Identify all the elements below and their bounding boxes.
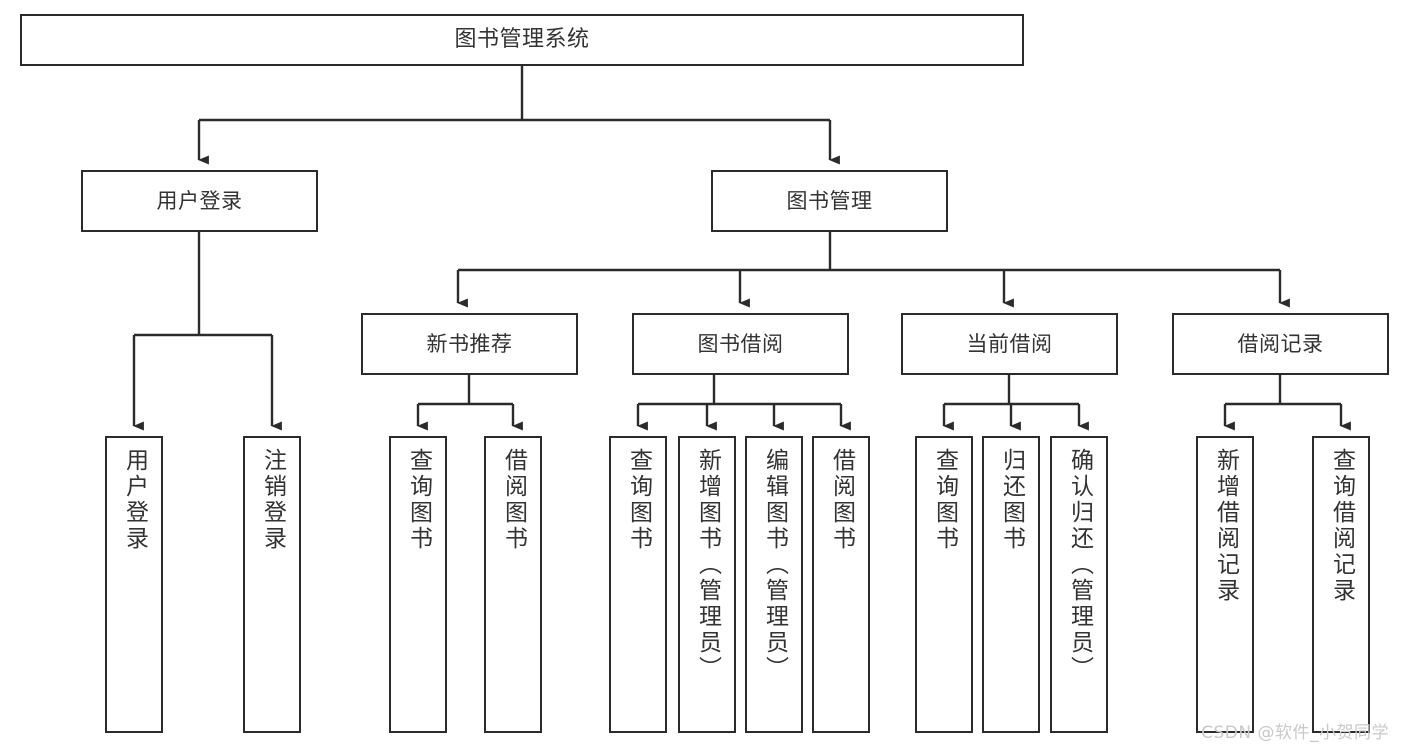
node-label: 新增图书（管理员） <box>694 448 721 682</box>
node-label: 借阅记录 <box>1237 331 1324 356</box>
node-label: 注销登录 <box>259 448 286 552</box>
node-label: 查询图书 <box>405 448 432 552</box>
leaf-query-book-current[interactable]: 查询图书 <box>915 436 973 733</box>
node-user-login[interactable]: 用户登录 <box>81 170 318 232</box>
node-label: 借阅图书 <box>828 448 855 552</box>
node-label: 借阅图书 <box>500 448 527 552</box>
node-label: 新增借阅记录 <box>1212 448 1239 604</box>
node-label: 当前借阅 <box>966 331 1053 356</box>
leaf-borrow-book-recommend[interactable]: 借阅图书 <box>484 436 542 733</box>
node-borrow-record[interactable]: 借阅记录 <box>1172 313 1389 375</box>
node-root-book-management-system[interactable]: 图书管理系统 <box>20 14 1024 66</box>
node-current-borrow[interactable]: 当前借阅 <box>901 313 1118 375</box>
node-book-management[interactable]: 图书管理 <box>711 170 948 232</box>
leaf-user-login[interactable]: 用户登录 <box>105 436 163 733</box>
node-label: 图书管理系统 <box>454 27 590 53</box>
leaf-add-book-admin[interactable]: 新增图书（管理员） <box>678 436 736 733</box>
node-label: 图书管理 <box>786 188 873 213</box>
watermark: CSDN @软件_小贺同学 <box>1201 723 1389 743</box>
leaf-return-book[interactable]: 归还图书 <box>982 436 1040 733</box>
node-label: 归还图书 <box>998 448 1025 552</box>
leaf-add-borrow-record[interactable]: 新增借阅记录 <box>1196 436 1254 733</box>
leaf-borrow-book[interactable]: 借阅图书 <box>812 436 870 733</box>
node-label: 确认归还（管理员） <box>1066 448 1093 682</box>
node-label: 用户登录 <box>121 448 148 552</box>
node-label: 查询图书 <box>625 448 652 552</box>
leaf-confirm-return-admin[interactable]: 确认归还（管理员） <box>1050 436 1108 733</box>
node-label: 查询图书 <box>931 448 958 552</box>
leaf-query-book-recommend[interactable]: 查询图书 <box>389 436 447 733</box>
node-label: 查询借阅记录 <box>1328 448 1355 604</box>
node-label: 用户登录 <box>156 188 243 213</box>
node-label: 新书推荐 <box>426 331 513 356</box>
node-new-book-recommend[interactable]: 新书推荐 <box>361 313 578 375</box>
leaf-query-book-borrow[interactable]: 查询图书 <box>609 436 667 733</box>
leaf-query-borrow-record[interactable]: 查询借阅记录 <box>1312 436 1370 733</box>
node-label: 图书借阅 <box>697 331 784 356</box>
leaf-logout[interactable]: 注销登录 <box>243 436 301 733</box>
leaf-edit-book-admin[interactable]: 编辑图书（管理员） <box>745 436 803 733</box>
node-book-borrow[interactable]: 图书借阅 <box>632 313 849 375</box>
node-label: 编辑图书（管理员） <box>761 448 788 682</box>
